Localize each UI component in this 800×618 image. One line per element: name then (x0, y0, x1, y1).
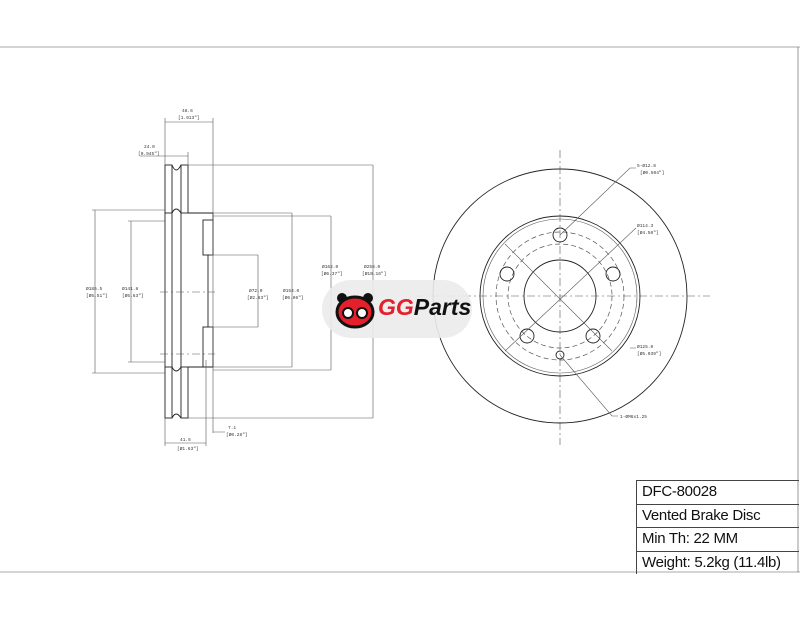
dim-d72-in: [Ø2.83"] (247, 294, 269, 301)
ggparts-logo: GGParts (322, 280, 472, 338)
sheet-frame (0, 46, 800, 573)
dim-d258: Ø258.0 (364, 263, 381, 270)
dim-bolt-holes-in: [Ø0.504"] (640, 169, 664, 176)
dim-bolt-holes: 5-Ø12.8 (637, 162, 656, 169)
dim-pcd-in: [Ø4.50"] (637, 229, 659, 236)
dim-d162-in: [Ø6.37"] (321, 270, 343, 277)
dim-rotor-thickness: 24.0 (144, 144, 155, 150)
front-view: 5-Ø12.8 [Ø0.504"] Ø114.3 [Ø4.50"] Ø125.0… (415, 150, 710, 445)
min-thickness: Min Th: 22 MM (637, 528, 799, 552)
logo-brand-gg: GG (378, 294, 414, 320)
dim-overall-width-in: [1.913"] (178, 115, 200, 121)
logo-brand-parts: Parts (413, 294, 472, 320)
dim-d141-in: [Ø5.63"] (122, 292, 144, 299)
dim-thread: 1-ØM6x1.25 (620, 413, 647, 420)
dim-hat-thickness-in: [Ø0.28"] (226, 431, 248, 438)
dim-d154: Ø154.0 (283, 287, 300, 294)
dim-d162: Ø162.0 (322, 263, 339, 270)
dim-circle: Ø125.0 (637, 343, 654, 350)
dim-rotor-thickness-in: [0.945"] (138, 151, 160, 157)
logo-text: GGParts (378, 294, 471, 321)
dim-d154-in: [Ø6.06"] (282, 294, 304, 301)
dim-hat-thickness: 7.1 (228, 425, 236, 431)
spec-table: DFC-80028 Vented Brake Disc Min Th: 22 M… (636, 480, 799, 574)
dim-d141: Ø141.8 (122, 285, 139, 292)
part-type: Vented Brake Disc (637, 505, 799, 528)
weight: Weight: 5.2kg (11.4lb) (642, 553, 781, 571)
dim-d72: Ø72.0 (249, 287, 263, 294)
dim-hat-offset-in: [Ø1.63"] (177, 445, 199, 452)
dim-d258-in: [Ø10.16"] (362, 270, 386, 277)
dim-overall-width: 48.6 (182, 108, 193, 114)
dim-pcd: Ø114.3 (637, 222, 654, 229)
dim-hat-offset: 41.5 (180, 437, 191, 443)
side-view: 48.6 [1.913"] 24.0 [0.945"] Ø185.5 [Ø5.5… (86, 108, 386, 452)
dim-d185-in: [Ø5.51"] (86, 292, 108, 299)
part-number: DFC-80028 (637, 480, 799, 505)
dim-circle-in: [Ø5.039"] (637, 350, 661, 357)
mascot-icon (335, 293, 375, 329)
dim-d185: Ø185.5 (86, 285, 103, 292)
